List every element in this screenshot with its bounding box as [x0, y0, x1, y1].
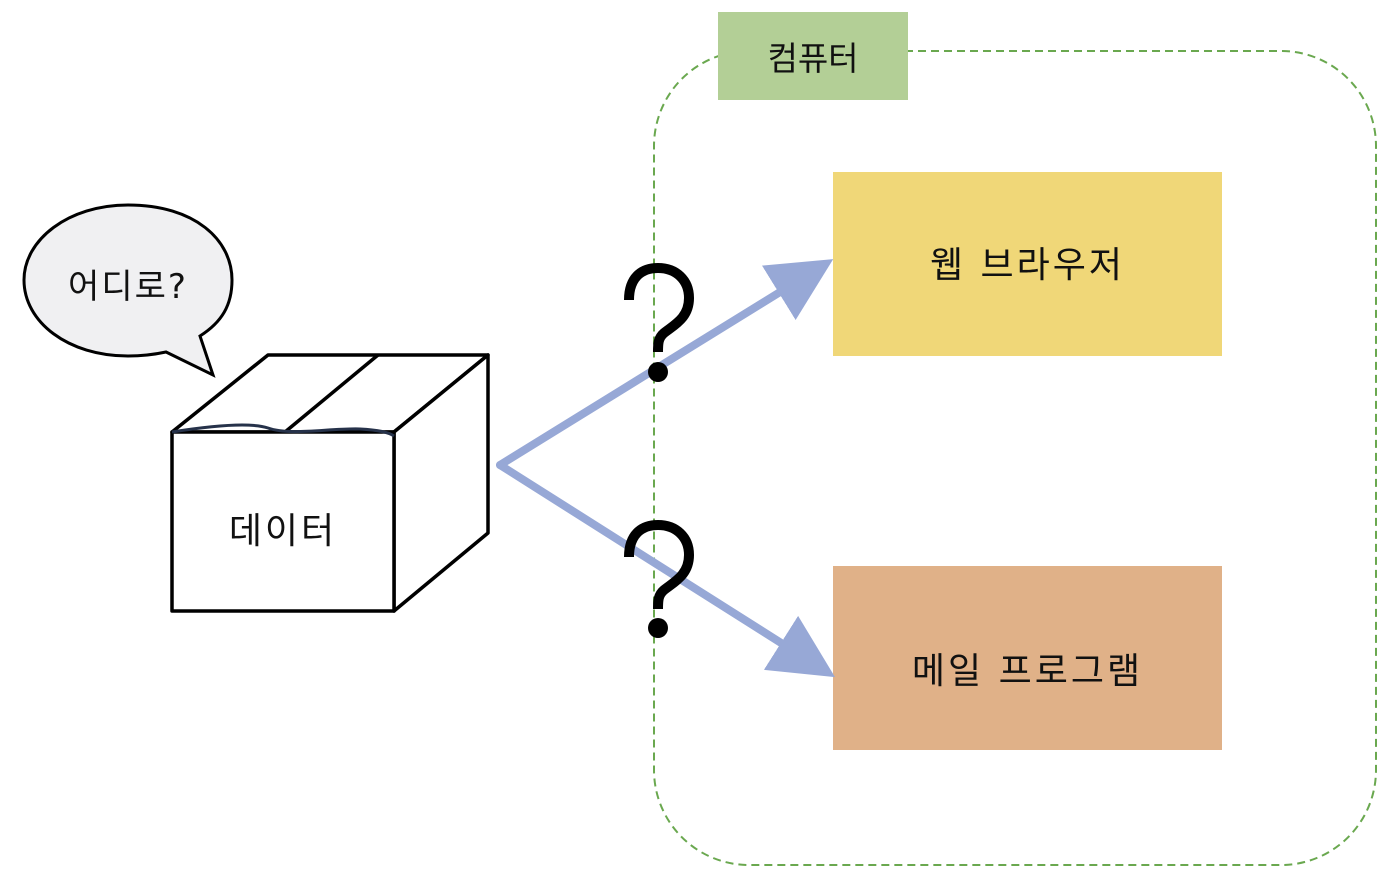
arrow-to-mail-program	[496, 461, 836, 678]
data-box-label: 데이터	[228, 511, 338, 552]
box-tape-edge	[171, 423, 395, 438]
mail-program-box	[833, 566, 1222, 750]
question-mark-lower	[624, 519, 695, 638]
speech-bubble	[22, 203, 234, 378]
mail-program-label: 메일 프로그램	[911, 651, 1144, 692]
web-browser-label: 웹 브라우저	[929, 245, 1126, 286]
box-front-face	[170, 430, 396, 613]
computer-tag	[718, 12, 908, 100]
box-tape-line	[283, 353, 380, 434]
data-box	[170, 353, 490, 613]
speech-bubble-text: 어디로?	[68, 266, 188, 307]
web-browser-box	[833, 172, 1222, 356]
computer-label: 컴퓨터	[767, 39, 859, 78]
computer-boundary	[653, 50, 1377, 866]
question-mark-upper	[624, 262, 695, 382]
